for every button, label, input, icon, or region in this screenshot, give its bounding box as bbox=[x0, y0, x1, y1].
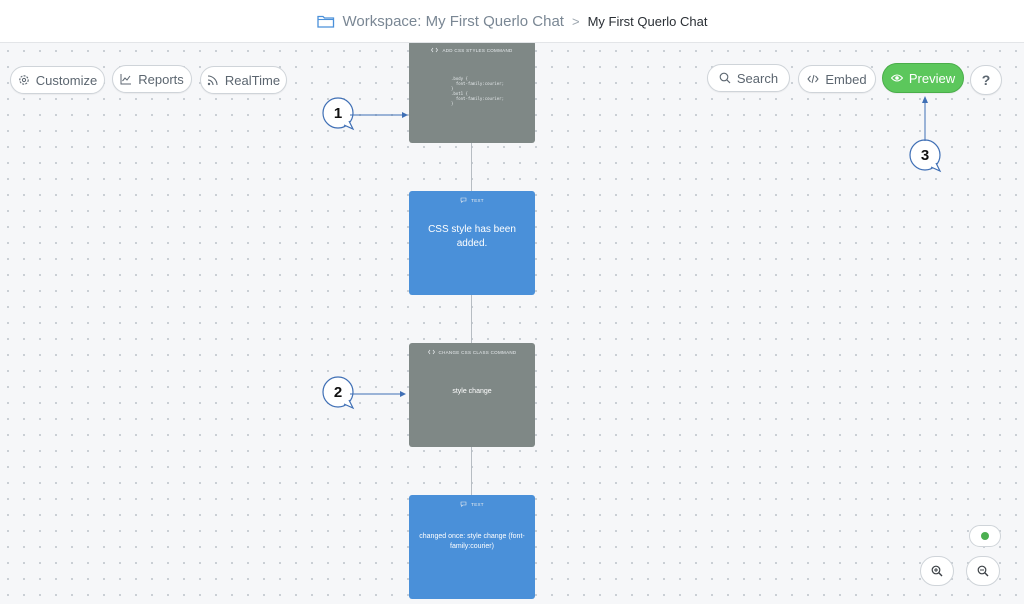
chart-line-icon bbox=[120, 74, 132, 85]
help-button[interactable]: ? bbox=[970, 65, 1002, 95]
search-label: Search bbox=[736, 70, 779, 86]
callout-number-1: 1 bbox=[333, 104, 343, 122]
code-icon bbox=[427, 349, 435, 355]
breadcrumb-current-page: My First Querlo Chat bbox=[587, 13, 708, 29]
node-type-label: ADD CSS STYLES COMMAND bbox=[409, 43, 535, 53]
code-icon bbox=[431, 47, 439, 53]
callout-number-3: 3 bbox=[920, 146, 930, 164]
node-type-label: TEXT bbox=[409, 191, 535, 203]
flow-connector bbox=[471, 295, 472, 343]
connection-status-indicator bbox=[969, 525, 1001, 547]
gear-icon bbox=[19, 75, 29, 85]
breadcrumb-separator: > bbox=[571, 13, 580, 29]
rss-icon bbox=[207, 75, 218, 86]
reports-label: Reports bbox=[138, 71, 184, 87]
css-code-snippet: .body { font-family:courier; } .bot1 { f… bbox=[451, 76, 504, 106]
node-message-text: CSS style has been added. bbox=[428, 224, 516, 249]
node-message-text: style change bbox=[452, 388, 492, 395]
folder-icon bbox=[316, 15, 334, 28]
node-message-text: changed once: style change (font-family:… bbox=[419, 533, 525, 550]
text-node[interactable]: TEXT changed once: style change (font-fa… bbox=[409, 495, 535, 599]
change-css-class-command-node[interactable]: CHANGE CSS CLASS COMMAND style change bbox=[409, 343, 535, 447]
node-type-label: TEXT bbox=[409, 495, 535, 507]
text-node[interactable]: TEXT CSS style has been added. bbox=[409, 191, 535, 295]
code-icon bbox=[807, 74, 820, 84]
customize-label: Customize bbox=[35, 72, 98, 88]
embed-button[interactable]: Embed bbox=[798, 65, 876, 93]
callout-number-2: 2 bbox=[333, 383, 343, 401]
add-css-styles-command-node[interactable]: ADD CSS STYLES COMMAND .body { font-fami… bbox=[409, 43, 535, 143]
preview-button[interactable]: Preview bbox=[882, 63, 964, 93]
embed-label: Embed bbox=[825, 71, 867, 87]
search-icon bbox=[719, 72, 731, 84]
node-type-text: CHANGE CSS CLASS COMMAND bbox=[438, 349, 517, 355]
realtime-button[interactable]: RealTime bbox=[200, 66, 287, 94]
header-breadcrumb: Workspace: My First Querlo Chat > My Fir… bbox=[0, 0, 1024, 43]
zoom-in-button[interactable] bbox=[920, 556, 954, 586]
node-type-text: ADD CSS STYLES COMMAND bbox=[442, 47, 513, 53]
zoom-in-icon bbox=[931, 565, 943, 577]
arrow-icon bbox=[350, 112, 408, 118]
flow-connector bbox=[471, 143, 472, 191]
eye-icon bbox=[890, 74, 903, 82]
preview-label: Preview bbox=[908, 70, 956, 86]
status-dot-icon bbox=[981, 532, 989, 540]
reports-button[interactable]: Reports bbox=[112, 65, 192, 93]
callout-bubble-2 bbox=[322, 376, 355, 410]
breadcrumb-workspace-link[interactable]: Workspace: My First Querlo Chat bbox=[342, 12, 564, 30]
zoom-out-button[interactable] bbox=[966, 556, 1000, 586]
arrow-icon bbox=[922, 96, 928, 141]
arrow-icon bbox=[350, 391, 406, 397]
node-type-text: TEXT bbox=[471, 501, 484, 507]
customize-button[interactable]: Customize bbox=[10, 66, 105, 94]
node-type-text: TEXT bbox=[471, 197, 484, 203]
flow-canvas[interactable]: Customize Reports RealTime Search Embed bbox=[0, 43, 1024, 604]
flow-connector bbox=[471, 447, 472, 495]
callout-bubble-1 bbox=[322, 97, 355, 131]
speech-bubble-icon bbox=[460, 197, 467, 203]
search-button[interactable]: Search bbox=[707, 64, 790, 92]
zoom-out-icon bbox=[977, 565, 989, 577]
help-label: ? bbox=[981, 72, 991, 88]
speech-bubble-icon bbox=[460, 501, 467, 507]
realtime-label: RealTime bbox=[224, 72, 281, 88]
node-type-label: CHANGE CSS CLASS COMMAND bbox=[409, 343, 535, 355]
